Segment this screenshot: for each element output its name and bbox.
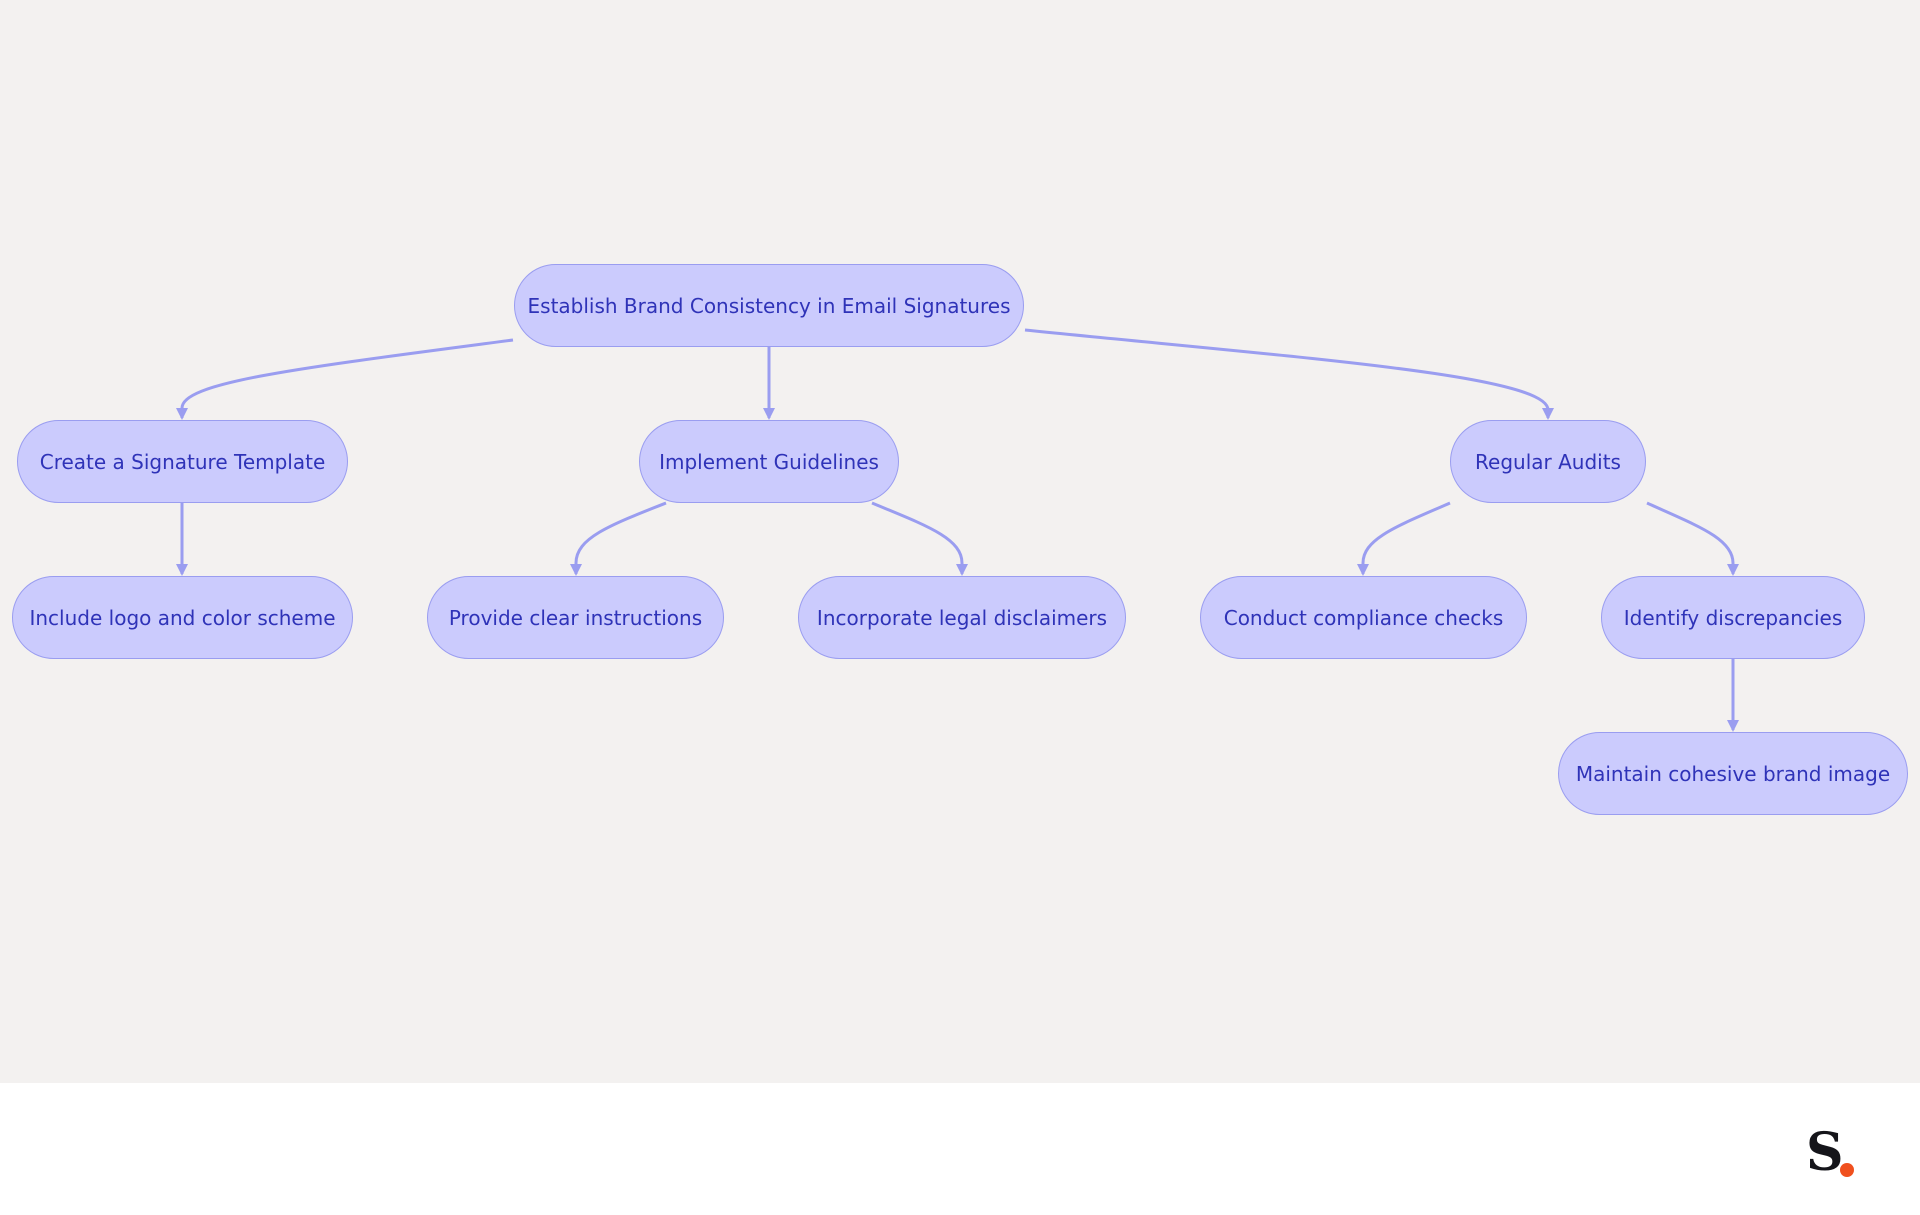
diagram-edges	[176, 328, 1739, 732]
logo-dot-icon	[1840, 1163, 1854, 1177]
edge-root-to-audits	[1024, 328, 1554, 420]
diagram-canvas: Establish Brand Consistency in Email Sig…	[0, 0, 1920, 1083]
node-incorporate-legal-disclaimers: Incorporate legal disclaimers	[798, 576, 1126, 659]
node-include-logo-color-scheme: Include logo and color scheme	[12, 576, 353, 659]
node-provide-clear-instructions: Provide clear instructions	[427, 576, 724, 659]
edge-root-to-template	[176, 338, 514, 420]
edge-audits-to-discrepancies	[1646, 501, 1739, 576]
node-create-signature-template: Create a Signature Template	[17, 420, 348, 503]
node-conduct-compliance-checks: Conduct compliance checks	[1200, 576, 1527, 659]
edge-guidelines-to-disclaimers	[871, 501, 968, 576]
edge-guidelines-to-instructions	[570, 501, 667, 576]
logo-letter: S	[1806, 1122, 1844, 1183]
node-regular-audits: Regular Audits	[1450, 420, 1646, 503]
edge-audits-to-compliance	[1357, 501, 1451, 576]
node-maintain-cohesive-brand-image: Maintain cohesive brand image	[1558, 732, 1908, 815]
brand-logo: S	[1806, 1125, 1866, 1187]
node-identify-discrepancies: Identify discrepancies	[1601, 576, 1865, 659]
node-implement-guidelines: Implement Guidelines	[639, 420, 899, 503]
footer	[0, 1083, 1920, 1215]
node-establish-brand-consistency: Establish Brand Consistency in Email Sig…	[514, 264, 1024, 347]
